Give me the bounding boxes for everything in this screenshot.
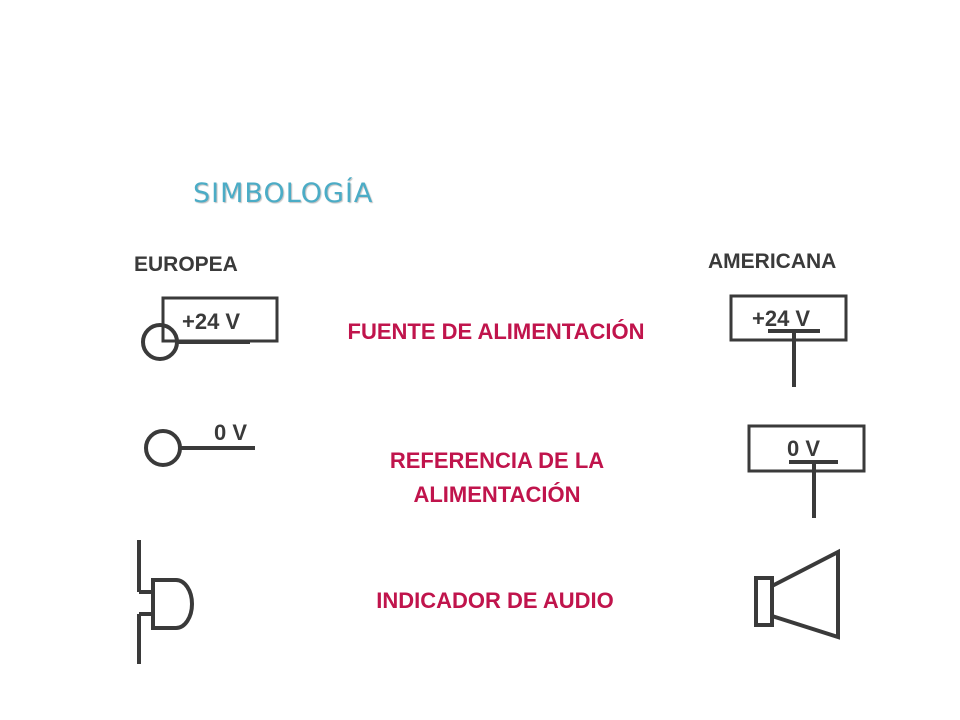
america-reference-symbol	[747, 424, 866, 518]
speaker-magnet	[754, 576, 774, 627]
america-audio-indicator-symbol	[754, 548, 840, 640]
page-title: SIMBOLOGÍA	[193, 178, 374, 209]
column-header-europe: EUROPEA	[134, 253, 238, 276]
power-supply-description: FUENTE DE ALIMENTACIÓN	[347, 319, 645, 344]
america-power-supply-symbol	[729, 294, 848, 387]
europe-power-label: +24 V	[182, 309, 241, 334]
america-power-box	[729, 294, 848, 342]
europe-reference-label: 0 V	[214, 420, 248, 445]
audio-indicator-description: INDICADOR DE AUDIO	[376, 588, 614, 613]
reference-description: REFERENCIA DE LA ALIMENTACIÓN	[389, 448, 605, 507]
america-reference-label: 0 V	[787, 436, 821, 461]
europe-audio-indicator-symbol	[137, 540, 194, 664]
europe-reference-symbol	[144, 429, 255, 467]
europe-power-supply-symbol	[141, 296, 279, 361]
america-reference-box	[747, 424, 866, 473]
speaker-cone	[771, 548, 840, 640]
europe-reference-terminal	[144, 429, 182, 467]
buzzer-body	[151, 578, 194, 630]
column-header-america: AMERICANA	[708, 250, 837, 273]
america-power-label: +24 V	[752, 306, 811, 331]
